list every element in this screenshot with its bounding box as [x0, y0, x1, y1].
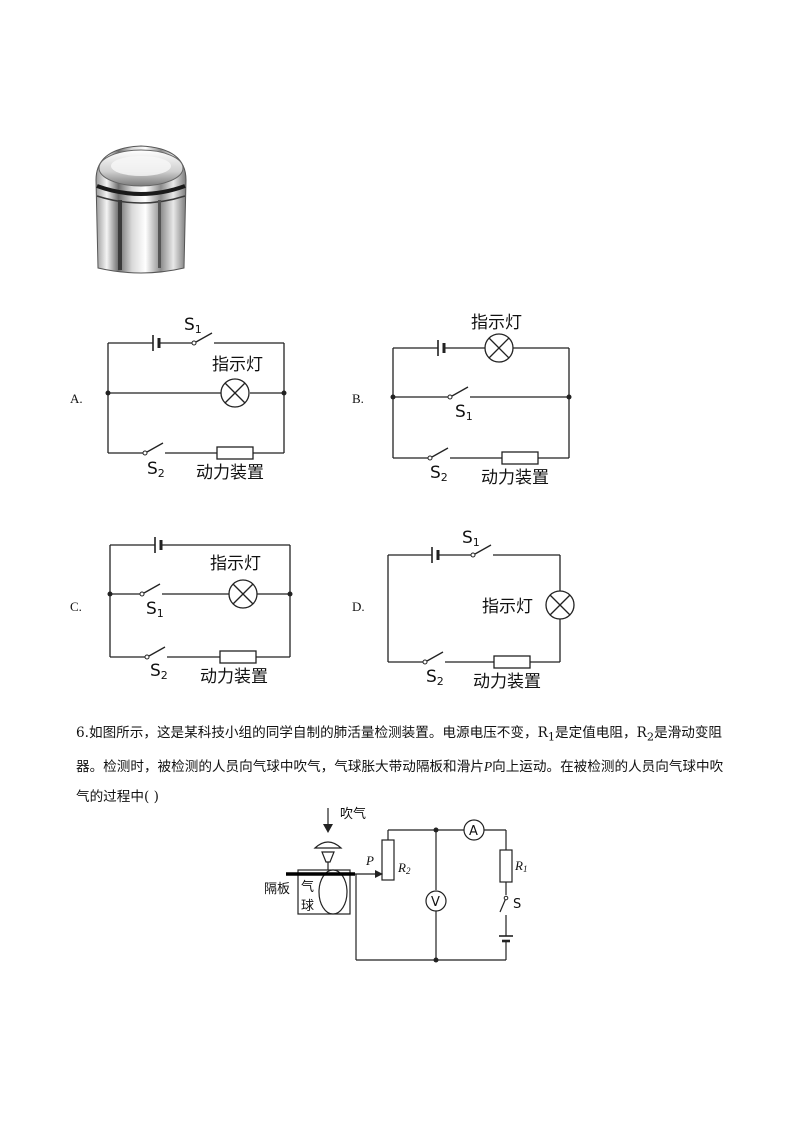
lung-capacity-svg: 吹气 隔板 气 球 P R2 R1 A V S: [264, 806, 527, 963]
svg-text:S1: S1: [146, 599, 164, 620]
option-d-letter: D.: [352, 599, 365, 614]
circuit-option-c: 指示灯 S1 S2 动力装置: [102, 530, 302, 690]
ammeter-label: A: [469, 824, 478, 839]
a-s2-label: S: [147, 459, 158, 479]
a-lamp-label: 指示灯: [212, 355, 263, 375]
circuit-option-d: S1 指示灯 S2 动力装置: [380, 525, 590, 695]
balloon-label-2: 球: [301, 899, 314, 914]
c-device-label: 动力装置: [200, 667, 268, 687]
option-b-letter: B.: [352, 391, 364, 406]
b-device-label: 动力装置: [481, 468, 549, 488]
svg-text:S1: S1: [462, 528, 480, 549]
question-number: 6.: [76, 725, 89, 741]
circuit-d-svg: S1 指示灯 S2 动力装置: [387, 528, 575, 692]
balloon-label-1: 气: [301, 879, 314, 895]
svg-text:S2: S2: [430, 463, 448, 484]
switch-s-label: S: [513, 897, 521, 912]
svg-text:S2: S2: [147, 459, 165, 480]
voltmeter-label: V: [431, 895, 440, 910]
circuit-a-svg: S1 指示灯 S2 动力装置: [105, 315, 287, 483]
circuit-c-svg: 指示灯 S1 S2 动力装置: [107, 537, 293, 687]
a-s1-label: S: [184, 315, 195, 335]
option-c-letter: C.: [70, 599, 82, 614]
blow-label: 吹气: [340, 806, 366, 822]
circuit-b-svg: 指示灯 S1 S2 动力装置: [390, 313, 572, 488]
svg-text:S2: S2: [150, 661, 168, 682]
b-s2-label: S: [430, 463, 441, 483]
b-s1-label: S: [455, 402, 466, 422]
c-s1-label: S: [146, 599, 157, 619]
svg-text:R2: R2: [397, 860, 411, 876]
question-6: 6.如图所示，这是某科技小组的同学自制的肺活量检测装置。电源电压不变，R1是定值…: [76, 718, 736, 812]
r1-label: R: [514, 858, 523, 873]
slider-p-label: P: [365, 853, 374, 868]
circuit-option-a: S1 指示灯 S2 动力装置: [100, 310, 300, 485]
trash-can-image: [88, 140, 194, 280]
circuit-option-b: 指示灯 S1 S2 动力装置: [385, 300, 585, 495]
lung-capacity-figure: 吹气 隔板 气 球 P R2 R1 A V S: [258, 800, 538, 974]
svg-text:R1: R1: [514, 858, 527, 874]
d-device-label: 动力装置: [473, 672, 541, 692]
option-a-letter: A.: [70, 391, 83, 406]
d-s2-label: S: [426, 667, 437, 687]
d-s1-label: S: [462, 528, 473, 548]
question-6-text: 6.如图所示，这是某科技小组的同学自制的肺活量检测装置。电源电压不变，R1是定值…: [76, 725, 724, 805]
a-device-label: 动力装置: [196, 463, 264, 483]
svg-text:S1: S1: [455, 402, 473, 423]
partition-label: 隔板: [264, 882, 290, 897]
c-s2-label: S: [150, 661, 161, 681]
svg-text:S1: S1: [184, 315, 202, 336]
svg-text:S2: S2: [426, 667, 444, 688]
c-lamp-label: 指示灯: [210, 554, 261, 574]
r2-label: R: [397, 860, 406, 875]
b-lamp-label: 指示灯: [471, 313, 522, 333]
d-lamp-label: 指示灯: [482, 597, 533, 617]
